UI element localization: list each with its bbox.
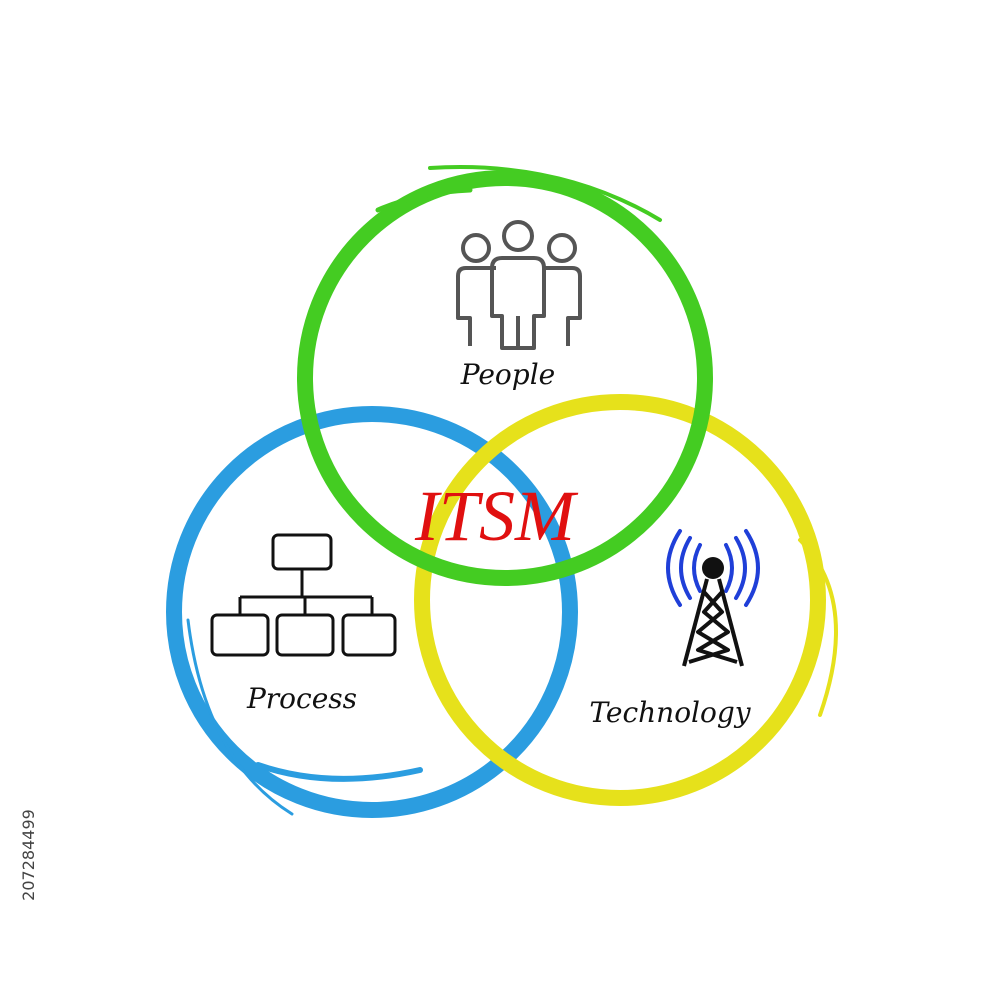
process-label: Process [246, 682, 357, 715]
people-group-icon [456, 220, 582, 350]
itsm-center-label: ITSM [414, 476, 579, 556]
process-ring [166, 406, 578, 818]
technology-ring [414, 394, 838, 806]
technology-label: Technology [589, 696, 751, 729]
stock-id-text: 207284499 [19, 809, 38, 901]
people-ring [297, 165, 713, 586]
people-label: People [460, 358, 555, 391]
radio-tower-icon [666, 529, 760, 667]
org-chart-icon [210, 533, 397, 657]
